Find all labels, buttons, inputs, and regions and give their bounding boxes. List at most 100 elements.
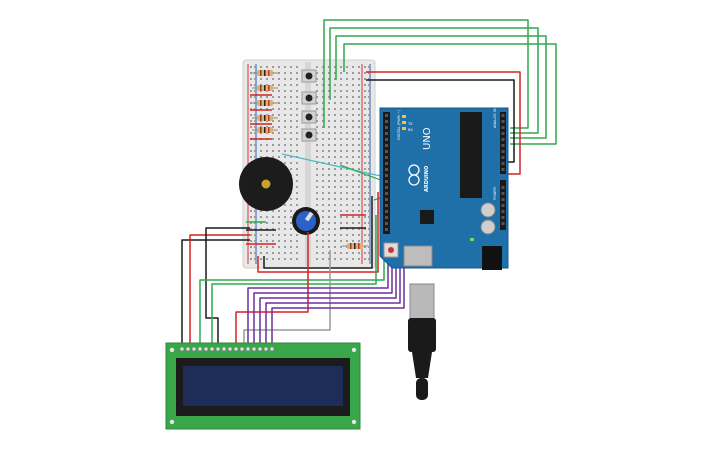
breadboard-hole (352, 168, 354, 170)
breadboard-hole (346, 102, 348, 104)
breadboard-hole (322, 132, 324, 134)
breadboard-hole (358, 186, 360, 188)
breadboard-hole (352, 162, 354, 164)
arduino-header-pin (385, 204, 388, 207)
breadboard-hole (334, 234, 336, 236)
breadboard-hole (368, 66, 370, 68)
breadboard-hole (364, 120, 366, 122)
arduino-header-pin (501, 162, 505, 165)
breadboard-hole (278, 144, 280, 146)
usb-plug-metal (409, 283, 435, 321)
potentiometer[interactable] (292, 207, 320, 235)
breadboard-hole (358, 156, 360, 158)
breadboard-hole (254, 240, 256, 242)
breadboard-hole (364, 174, 366, 176)
breadboard-hole (322, 120, 324, 122)
push-button-4[interactable] (301, 128, 317, 142)
breadboard-hole (322, 144, 324, 146)
breadboard-hole (250, 252, 252, 254)
arduino-header-pin (385, 138, 388, 141)
arduino-logo-right (408, 174, 420, 186)
breadboard-hole (368, 174, 370, 176)
breadboard-hole (358, 180, 360, 182)
breadboard-hole (358, 138, 360, 140)
breadboard-hole (254, 216, 256, 218)
breadboard-hole (316, 96, 318, 98)
breadboard-hole (296, 252, 298, 254)
breadboard-hole (334, 108, 336, 110)
breadboard-hole (358, 174, 360, 176)
breadboard-hole (278, 84, 280, 86)
breadboard-hole (368, 240, 370, 242)
wire-black (205, 227, 250, 344)
breadboard-hole (334, 90, 336, 92)
breadboard-hole (260, 156, 262, 158)
breadboard-hole (334, 156, 336, 158)
breadboard-hole (250, 72, 252, 74)
atmega-chip (460, 112, 482, 198)
breadboard-hole (290, 168, 292, 170)
breadboard-hole (296, 120, 298, 122)
breadboard-hole (316, 210, 318, 212)
breadboard-hole (340, 114, 342, 116)
wire-red (257, 192, 379, 273)
breadboard-hole (334, 66, 336, 68)
arduino-header-pin (501, 132, 505, 135)
push-button-1[interactable] (301, 69, 317, 83)
breadboard-hole (296, 138, 298, 140)
breadboard-hole (316, 252, 318, 254)
breadboard-hole (260, 210, 262, 212)
arduino-header-pin (385, 120, 388, 123)
arduino-header-pin (385, 180, 388, 183)
breadboard-hole (250, 246, 252, 248)
breadboard-hole (328, 120, 330, 122)
breadboard-hole (260, 66, 262, 68)
breadboard-hole (368, 222, 370, 224)
breadboard-hole (322, 96, 324, 98)
breadboard-hole (340, 192, 342, 194)
breadboard-hole (284, 150, 286, 152)
breadboard-hole (296, 78, 298, 80)
breadboard-hole (334, 198, 336, 200)
breadboard-hole (296, 90, 298, 92)
breadboard-hole (322, 150, 324, 152)
breadboard-hole (334, 216, 336, 218)
breadboard-hole (328, 252, 330, 254)
breadboard-hole (322, 210, 324, 212)
breadboard-hole (346, 66, 348, 68)
breadboard-hole (328, 108, 330, 110)
breadboard-hole (266, 240, 268, 242)
breadboard-hole (328, 84, 330, 86)
arduino-digital-label: DIGITAL (PWM ~) (397, 109, 401, 140)
breadboard-hole (328, 210, 330, 212)
breadboard-hole (296, 126, 298, 128)
breadboard-hole (340, 222, 342, 224)
breadboard-hole (340, 252, 342, 254)
breadboard-hole (290, 204, 292, 206)
breadboard-hole (364, 234, 366, 236)
breadboard-hole (322, 240, 324, 242)
breadboard-hole (340, 198, 342, 200)
breadboard-hole (340, 90, 342, 92)
breadboard-hole (346, 228, 348, 230)
breadboard-hole (346, 216, 348, 218)
breadboard-hole (368, 78, 370, 80)
breadboard-hole (346, 174, 348, 176)
breadboard-hole (316, 138, 318, 140)
breadboard-hole (296, 162, 298, 164)
push-button-2[interactable] (301, 91, 317, 105)
push-button-3[interactable] (301, 110, 317, 124)
breadboard-hole (368, 186, 370, 188)
breadboard-hole (254, 228, 256, 230)
breadboard-hole (284, 234, 286, 236)
breadboard-hole (250, 90, 252, 92)
breadboard-hole (328, 162, 330, 164)
breadboard-hole (346, 162, 348, 164)
reset-button-cap[interactable] (388, 247, 394, 253)
breadboard-hole (322, 216, 324, 218)
breadboard-hole (346, 126, 348, 128)
breadboard-hole (364, 138, 366, 140)
breadboard-hole (334, 204, 336, 206)
breadboard-hole (334, 186, 336, 188)
breadboard-hole (340, 162, 342, 164)
